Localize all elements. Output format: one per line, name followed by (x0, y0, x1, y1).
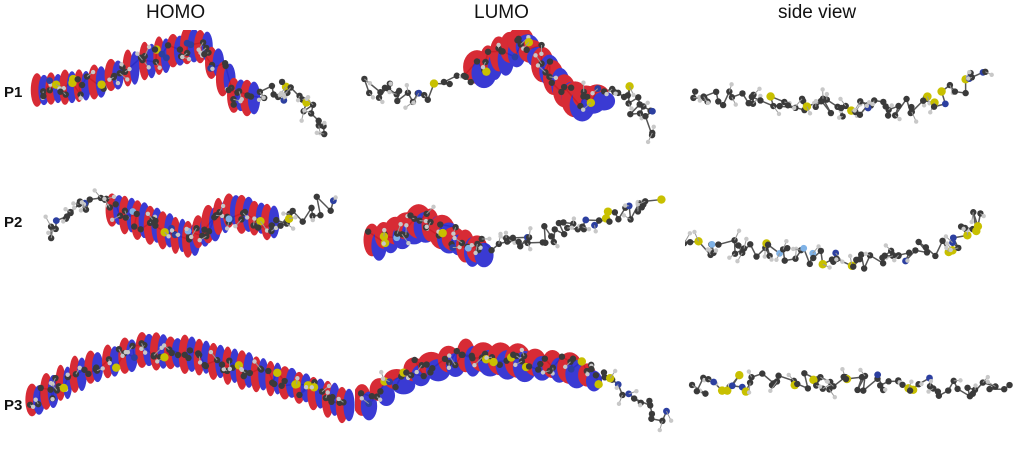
atoms (685, 209, 986, 272)
p2-side-view (685, 209, 986, 272)
atoms (357, 347, 674, 433)
atoms (364, 195, 666, 256)
p1-lumo-orbital (361, 30, 656, 145)
atoms (688, 366, 1013, 400)
row-label-p3: P3 (4, 397, 23, 414)
header-homo: HOMO (146, 2, 206, 23)
p3-homo-orbital (25, 332, 355, 424)
row-label-p1: P1 (4, 84, 23, 101)
atoms (26, 340, 347, 409)
p2-homo-orbital (43, 188, 338, 258)
header-side-view: side view (778, 2, 857, 23)
p1-homo-orbital (30, 30, 328, 138)
orbital-lobes (355, 338, 603, 421)
p3-lumo-orbital (355, 338, 674, 433)
atoms (40, 39, 328, 138)
header-lumo: LUMO (474, 2, 529, 23)
atoms (690, 68, 994, 124)
orbital-lobes (25, 332, 355, 424)
p1-side-view (690, 68, 994, 124)
atoms (43, 188, 338, 243)
atoms (361, 34, 656, 145)
p2-lumo-orbital (363, 195, 666, 268)
row-label-p2: P2 (4, 214, 23, 231)
orbital-lobes (30, 30, 261, 117)
p3-side-view (688, 366, 1013, 400)
